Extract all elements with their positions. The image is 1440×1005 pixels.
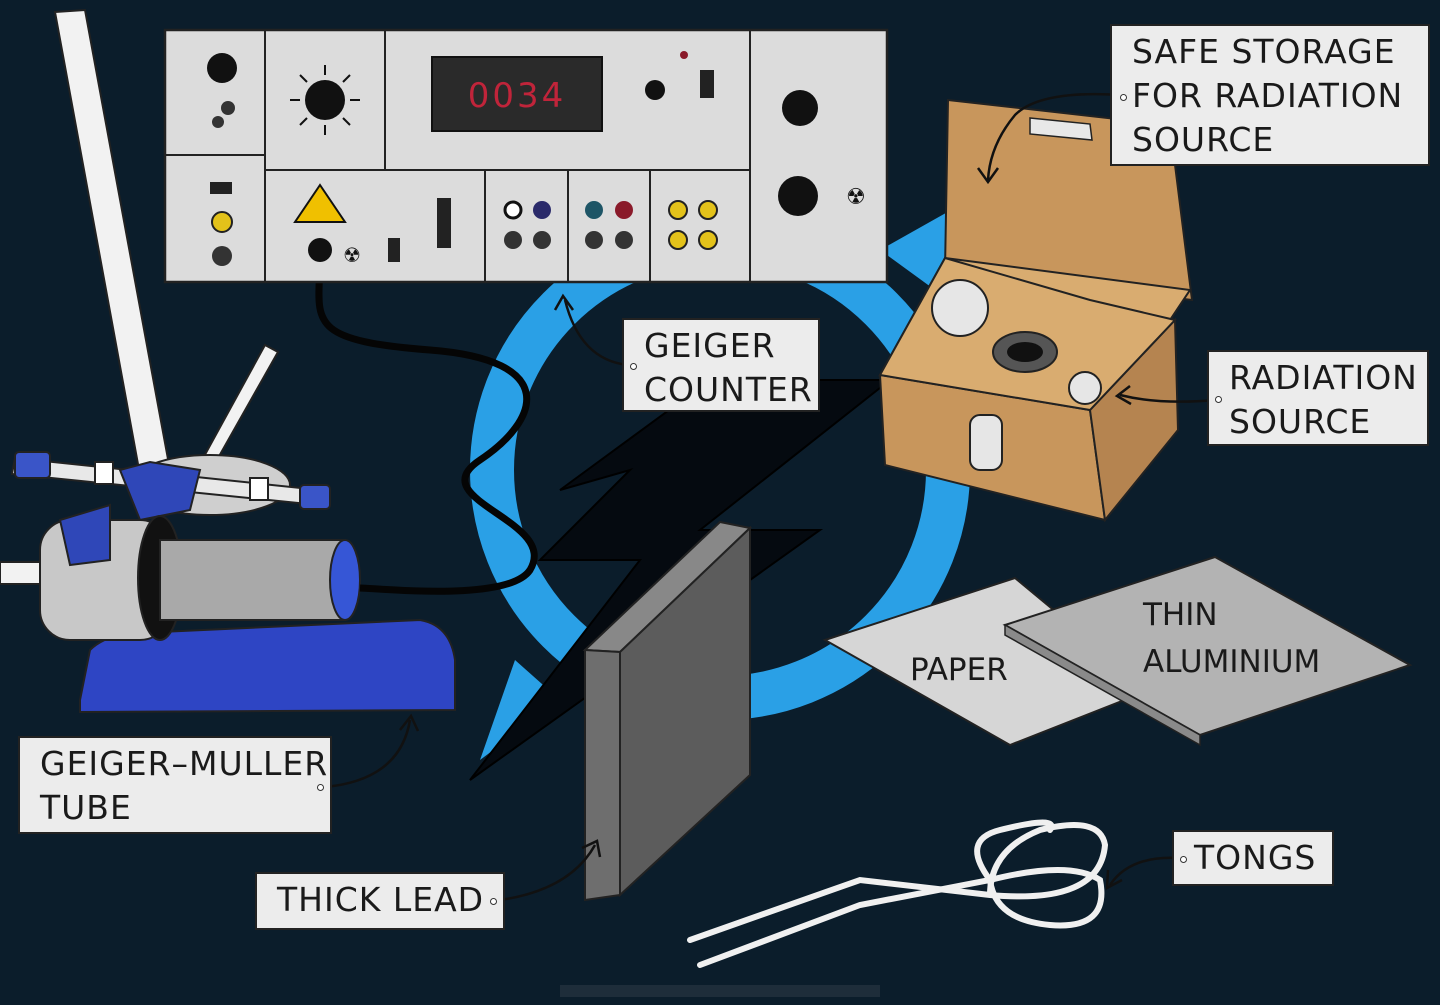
counter-cable — [315, 254, 538, 595]
geiger-counter-unit: 0034 ☢ ☢ — [163, 28, 889, 284]
aluminium-label-line-1: THIN — [1142, 597, 1218, 633]
safe-storage-label: SAFE STORAGE FOR RADIATION SOURCE — [1110, 24, 1430, 166]
thick-lead-text: THICK LEAD — [277, 880, 485, 919]
storage-box — [878, 98, 1194, 523]
tongs-text: TONGS — [1194, 838, 1317, 877]
safe-storage-line-1: SAFE STORAGE — [1132, 32, 1396, 71]
tongs — [687, 819, 1109, 968]
copyright-strip — [560, 985, 880, 997]
lead-block — [582, 520, 753, 902]
svg-text:☢: ☢ — [846, 185, 866, 210]
geiger-counter-line-1: GEIGER — [644, 326, 776, 365]
gm-tube — [39, 503, 361, 641]
radiation-source-line-2: SOURCE — [1229, 402, 1372, 441]
gm-tube-label: GEIGER–MULLER TUBE — [18, 736, 332, 834]
stand-base — [79, 618, 456, 714]
radiation-source-label: RADIATION SOURCE — [1207, 350, 1429, 446]
aluminium-label-line-2: ALUMINIUM — [1143, 644, 1320, 680]
thick-lead-label: THICK LEAD — [255, 872, 505, 930]
counter-display: 0034 — [468, 76, 567, 116]
tongs-label: TONGS — [1172, 830, 1334, 886]
safe-storage-line-3: SOURCE — [1132, 120, 1275, 159]
geiger-counter-line-2: COUNTER — [644, 370, 813, 409]
safe-storage-line-2: FOR RADIATION — [1132, 76, 1404, 115]
gm-tube-line-2: TUBE — [40, 788, 132, 827]
gm-tube-line-1: GEIGER–MULLER — [40, 744, 329, 783]
paper-label: PAPER — [910, 652, 1008, 688]
geiger-counter-label: GEIGER COUNTER — [622, 318, 820, 412]
retort-stand — [0, 8, 331, 585]
svg-text:☢: ☢ — [343, 243, 361, 267]
radiation-source-line-1: RADIATION — [1229, 358, 1418, 397]
